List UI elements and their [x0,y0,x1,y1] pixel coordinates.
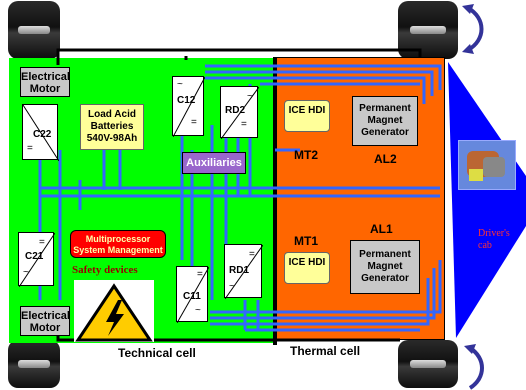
rectifier-rd2: ~ RD2 = [220,86,259,139]
ice-hdi-label: ICE HDI [288,257,326,268]
converter-label: RD2 [225,105,246,116]
converter-label: C11 [183,291,201,302]
dc-symbol: = [241,119,247,130]
electrical-motor-top: Electrical Motor [20,67,70,97]
converter-diagonal [221,87,259,139]
thermal-cell-label: Thermal cell [290,344,361,358]
cab-engine-image [458,140,516,190]
dc-symbol: ~ [177,79,183,90]
dc-symbol: = [39,237,45,248]
axle-hub [18,26,50,34]
converter-c11: = C11 ~ [176,266,209,323]
axle-hub [410,360,446,368]
pmg-bottom: Permanent Magnet Generator [350,240,420,294]
converter-c12: ~ C12 = [172,76,205,137]
ac-symbol: = [191,117,197,128]
al1-label: AL1 [370,222,393,236]
electrical-motor-label: Electrical Motor [21,71,70,95]
multiprocessor-label: Multiprocessor System Management [73,234,163,255]
pmg-label: Permanent Magnet Generator [359,249,411,284]
auxiliaries-label: Auxiliaries [186,157,242,169]
batteries-label: Load Acid Batteries 540V-98Ah [86,109,138,144]
ice-hdi-top: ICE HDI [284,100,330,132]
converter-diagonal [19,233,55,287]
rectifier-rd1: = RD1 ~ [224,244,263,299]
ac-symbol: ~ [247,91,253,102]
dc-symbol: = [27,143,33,154]
ac-symbol: ~ [195,305,201,316]
mt2-label: MT2 [294,148,318,162]
ice-hdi-bottom: ICE HDI [284,252,330,284]
mt1-label: MT1 [294,234,318,248]
axle-hub [18,360,50,368]
converter-diagonal [177,267,209,323]
drivers-cab-label: Driver's cab [478,228,510,251]
converter-label: C12 [177,95,196,106]
auxiliaries: Auxiliaries [182,152,246,174]
pmg-label: Permanent Magnet Generator [359,103,411,138]
ac-symbol: ~ [23,267,29,278]
safety-devices-label: Safety devices [72,264,138,276]
converter-c21: = C21 ~ [18,232,55,287]
converter-c22: C22 = [22,104,59,161]
ice-hdi-label: ICE HDI [288,105,326,116]
pmg-top: Permanent Magnet Generator [352,96,418,146]
axle-hub [410,26,446,34]
converter-diagonal [23,105,59,161]
converter-label: C21 [25,251,44,262]
electrical-motor-bottom: Electrical Motor [20,306,70,336]
dc-symbol: = [197,269,203,280]
al2-label: AL2 [374,152,397,166]
converter-diagonal [173,77,205,137]
ac-symbol: ~ [229,281,235,292]
converter-label: C22 [33,129,52,140]
multiprocessor-system: Multiprocessor System Management [70,230,166,258]
converter-diagonal [225,245,263,299]
electrical-motor-label: Electrical Motor [21,310,70,334]
lead-acid-batteries: Load Acid Batteries 540V-98Ah [80,104,144,150]
technical-cell-label: Technical cell [118,346,196,360]
dc-symbol: = [249,249,255,260]
cell-divider [273,57,277,345]
converter-label: RD1 [229,265,250,276]
